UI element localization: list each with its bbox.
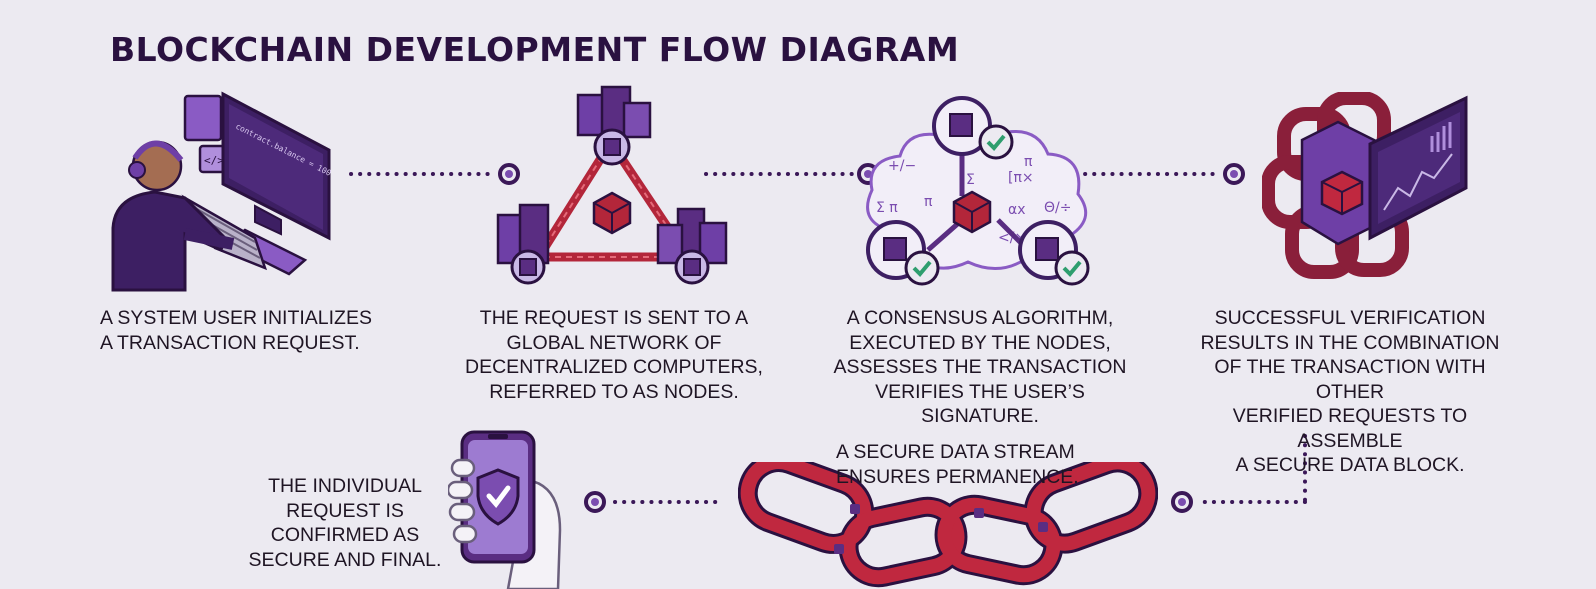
step-3-caption: A CONSENSUS ALGORITHM, EXECUTED BY THE N… (820, 306, 1140, 429)
diagram-title: BLOCKCHAIN DEVELOPMENT FLOW DIAGRAM (110, 30, 959, 69)
step-5-caption: A SECURE DATA STREAM ENSURES PERMANENCE. (836, 440, 1079, 489)
developer-icon: </> contract.balance = 100 (105, 88, 340, 293)
block-icon (1262, 92, 1477, 292)
step-1-caption: A SYSTEM USER INITIALIZES A TRANSACTION … (100, 306, 372, 355)
svg-text:[π×: [π× (1008, 170, 1034, 186)
svg-text:αx: αx (1008, 202, 1026, 218)
connector-5-6 (580, 488, 730, 516)
node-network-icon (490, 85, 735, 290)
svg-text:+/−: +/− (888, 158, 916, 174)
phone-shield-icon (448, 430, 568, 589)
step-6-caption: THE INDIVIDUAL REQUEST IS CONFIRMED AS S… (240, 474, 450, 572)
svg-text:Σ: Σ (966, 172, 975, 188)
svg-text:</>: </> (204, 154, 224, 167)
svg-text:Σ π: Σ π (876, 200, 898, 216)
svg-text:π: π (1024, 154, 1033, 170)
step-2-caption: THE REQUEST IS SENT TO A GLOBAL NETWORK … (464, 306, 764, 404)
step-4-caption: SUCCESSFUL VERIFICATION RESULTS IN THE C… (1180, 306, 1520, 478)
svg-text:Θ/÷: Θ/÷ (1044, 200, 1071, 216)
svg-text:π: π (924, 194, 933, 210)
